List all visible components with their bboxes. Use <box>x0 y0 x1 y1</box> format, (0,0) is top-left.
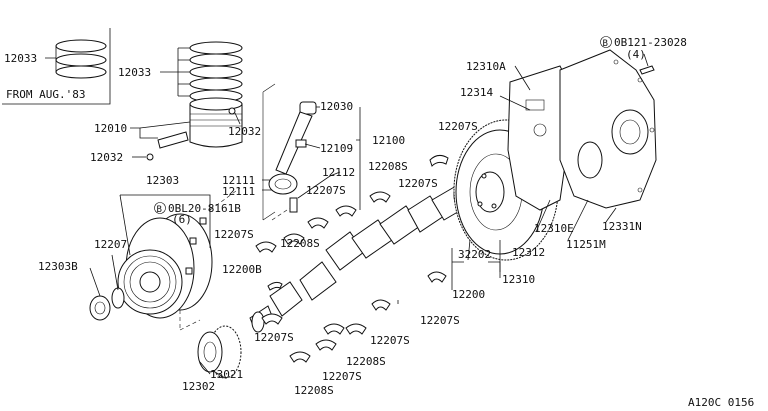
leader-12112 <box>297 171 341 199</box>
label-12207-pulley: 12207 <box>94 238 127 251</box>
label-12112: 12112 <box>322 166 355 179</box>
label-12303b: 12303B <box>38 260 78 273</box>
label-12310e: 12310E <box>534 222 574 235</box>
piston-ring-set-inset <box>55 39 107 79</box>
label-11251m: 11251M <box>566 238 606 251</box>
label-12100: 12100 <box>372 134 405 147</box>
leader-12331n <box>605 207 617 223</box>
label-12207s-2: 12207S <box>306 184 346 197</box>
label-13021: 13021 <box>210 368 243 381</box>
leader-12010 <box>130 127 158 139</box>
crank-pulley <box>117 213 213 319</box>
snap-ring-upper <box>228 107 236 115</box>
crank-sprocket <box>197 325 242 379</box>
pulley-nut <box>89 295 111 321</box>
leader-12310e <box>535 199 551 233</box>
rear-cover <box>559 49 657 209</box>
label-12208s-1: 12208S <box>280 237 320 250</box>
leader-12033 <box>160 47 190 97</box>
label-12302: 12302 <box>182 380 215 393</box>
label-12207s-8: 12207S <box>420 314 460 327</box>
piston <box>189 97 243 148</box>
leader-12207-pulley <box>111 254 119 291</box>
label-12207s-3: 12207S <box>398 177 438 190</box>
leader-12303b <box>89 267 101 297</box>
piston-pin <box>157 131 189 149</box>
label-12207s-7: 12207S <box>322 370 362 383</box>
inset-box-border <box>2 28 111 105</box>
label-reference-code: A120C 0156 <box>688 396 754 409</box>
label-12200b: 12200B <box>222 263 262 276</box>
label-12109: 12109 <box>320 142 353 155</box>
bearing-shells <box>255 154 449 363</box>
label-12303: 12303 <box>146 174 179 187</box>
rear-cover-bolt <box>639 65 655 75</box>
label-12207s-1: 12207S <box>214 228 254 241</box>
sprocket-guide <box>179 310 201 331</box>
label-12207s-5: 12207S <box>254 331 294 344</box>
guide-rod <box>271 207 291 221</box>
label-12033: 12033 <box>118 66 151 79</box>
leader-32202 <box>467 239 471 261</box>
leader-12033-inset <box>45 46 57 72</box>
label-from-aug-83: FROM AUG.'83 <box>6 88 85 101</box>
leader-12310a <box>514 65 531 91</box>
leader-12312 <box>488 261 501 272</box>
label-bolt-0b121: 0B121-23028 <box>614 36 687 49</box>
label-12010: 12010 <box>94 122 127 135</box>
rear-plate <box>507 65 573 211</box>
leader-12314 <box>499 95 531 111</box>
label-12111-a: 12111 <box>222 174 255 187</box>
leader-12111 <box>262 179 272 191</box>
label-32202: 32202 <box>458 248 491 261</box>
crankshaft <box>249 180 471 333</box>
pulley-washer <box>111 287 125 309</box>
connecting-rod <box>268 101 317 213</box>
leader-12303 <box>119 194 211 256</box>
guide-pulley <box>209 187 241 211</box>
rod-group-bracket <box>262 83 276 221</box>
leader-12100 <box>356 107 361 210</box>
label-12207s-6: 12207S <box>370 334 410 347</box>
label-12312: 12312 <box>512 246 545 259</box>
leader-12010b <box>139 121 191 129</box>
leader-12109 <box>304 143 321 149</box>
leader-bolt2 <box>643 53 649 67</box>
snap-ring-lower <box>146 153 154 161</box>
svg-text:B: B <box>603 39 608 49</box>
label-12032-lower: 12032 <box>90 151 123 164</box>
label-12208s-2: 12208S <box>368 160 408 173</box>
piston-ring-stack <box>189 41 243 103</box>
circled-b-marker-2: B <box>600 36 612 49</box>
label-bolt-0bl20-qty: (6) <box>172 213 192 226</box>
label-12314: 12314 <box>460 86 493 99</box>
label-12208s-3: 12208S <box>346 355 386 368</box>
label-12033-inset: 12033 <box>4 52 37 65</box>
svg-text:B: B <box>157 205 162 215</box>
label-12207s-4: 12207S <box>438 120 478 133</box>
label-12032-upper: 12032 <box>228 125 261 138</box>
circled-b-marker-1: B <box>154 202 166 215</box>
leader-12032-upper <box>234 112 241 125</box>
pulley-bolts <box>185 217 207 275</box>
label-12208s-4: 12208S <box>294 384 334 397</box>
label-12200: 12200 <box>452 288 485 301</box>
leader-11251m <box>567 199 589 241</box>
label-bolt-0bl20: 0BL20-8161B <box>168 202 241 215</box>
label-12310: 12310 <box>502 273 535 286</box>
leader-12200 <box>451 248 464 290</box>
label-12111-b: 12111 <box>222 185 255 198</box>
label-12331n: 12331N <box>602 220 642 233</box>
label-bolt-0b121-qty: (4) <box>626 48 646 61</box>
label-12030: 12030 <box>320 100 353 113</box>
label-12310a: 12310A <box>466 60 506 73</box>
leader-sprocket <box>199 361 226 379</box>
